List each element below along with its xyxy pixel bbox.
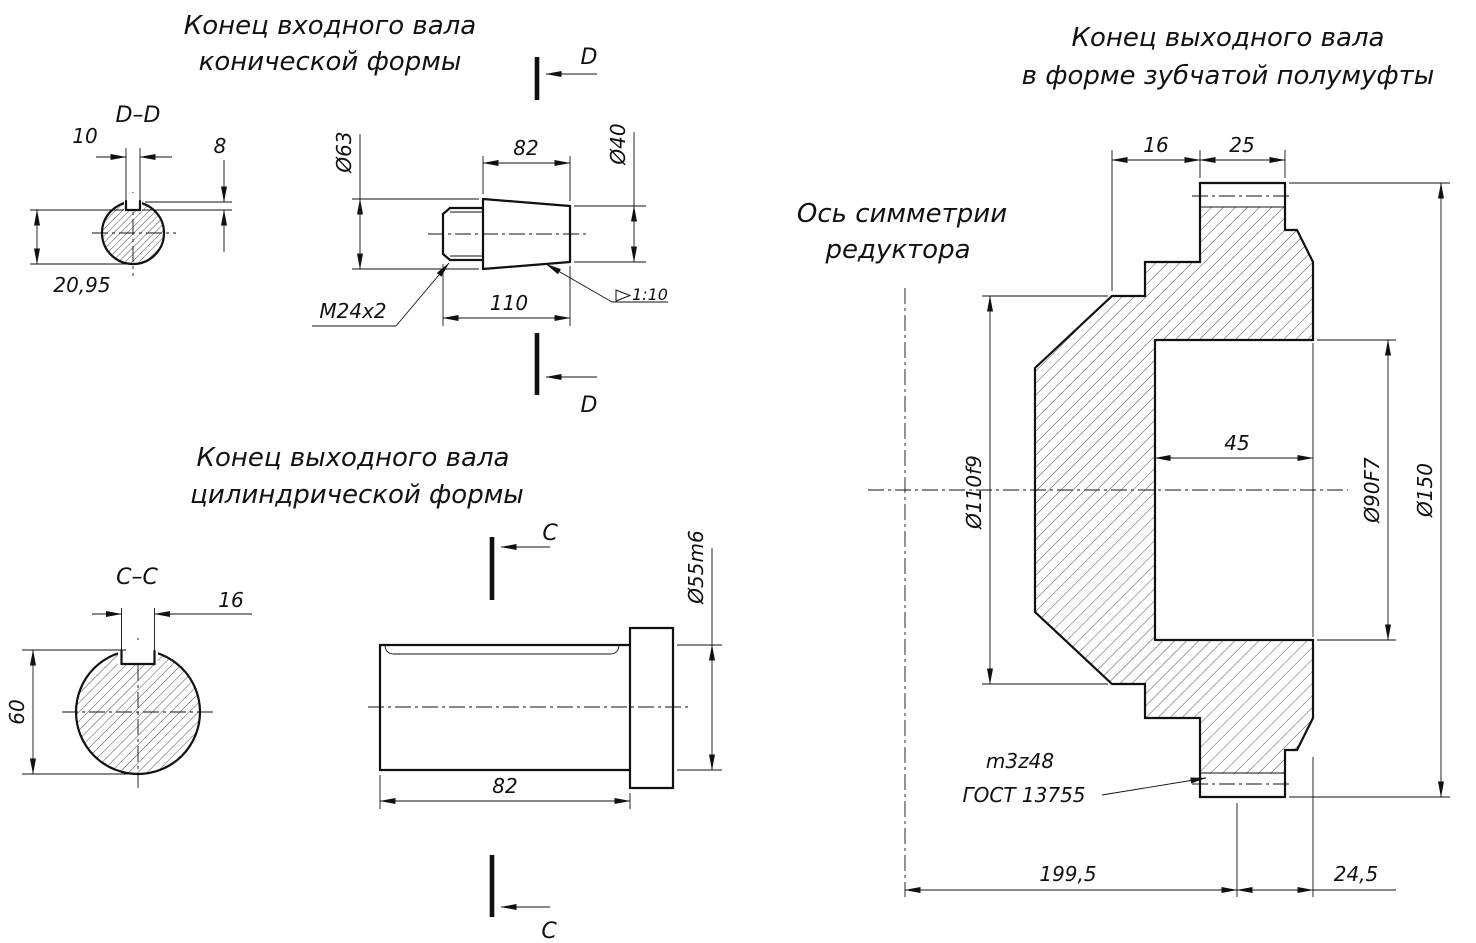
cut-label-d: D <box>581 45 598 70</box>
view-output-shaft-cylindrical: C C Ø55m6 82 <box>368 521 722 943</box>
section-cut-c-bottom: C <box>489 855 557 943</box>
dim-text: Ø90F7 <box>1360 457 1384 524</box>
dim-total-length-110: 110 <box>442 264 571 326</box>
title-output-cyl-line2: цилиндрической формы <box>190 480 524 510</box>
dim-dia63: Ø63 <box>332 131 479 270</box>
dim-text: 82 <box>513 136 538 160</box>
thread-text: M24x2 <box>319 299 386 323</box>
cone-surface <box>481 197 572 208</box>
gear-spec-text: m3z48 <box>986 749 1054 773</box>
coupling-section-hatch <box>1035 183 1313 797</box>
title-output-cylindrical: Конец выходного вала цилиндрической форм… <box>190 443 524 510</box>
title-coupling-line1: Конец выходного вала <box>1072 23 1385 53</box>
dim-keyway-width-10: 10 <box>72 124 172 201</box>
dim-hub-step-16: 16 <box>1111 133 1201 291</box>
dim-text: 20,95 <box>53 273 110 297</box>
dim-cone-length-82: 82 <box>482 136 571 201</box>
section-label-cc: C–C <box>116 565 158 590</box>
dim-text: 45 <box>1224 431 1249 455</box>
section-label-dd: D–D <box>116 103 161 128</box>
dim-dia55m6: Ø55m6 <box>677 530 722 771</box>
title-coupling-line2: в форме зубчатой полумуфты <box>1022 61 1435 91</box>
tooth-cutout-top <box>1201 184 1284 207</box>
view-output-section-cc: C–C 16 60 <box>5 565 252 788</box>
dim-text: 16 <box>1143 133 1168 157</box>
dim-text: Ø55m6 <box>684 530 708 604</box>
taper-symbol-icon <box>615 289 632 302</box>
leader-line <box>395 262 450 327</box>
shaft-section-hatch <box>76 650 200 774</box>
dim-text: Ø40 <box>606 123 630 165</box>
dim-text: Ø63 <box>332 131 356 173</box>
dim-text: 82 <box>492 774 517 798</box>
dim-text: 10 <box>72 124 97 148</box>
dim-dia40: Ø40 <box>574 123 646 263</box>
section-cut-d-bottom: D <box>534 333 598 418</box>
axis-label-line1: Ось симметрии <box>797 199 1007 229</box>
view-input-shaft-conical: D D Ø63 <box>312 45 668 418</box>
axis-label-line2: редуктора <box>824 235 970 265</box>
leader-line <box>545 263 613 303</box>
dim-dia90f7: Ø90F7 <box>1317 339 1396 641</box>
cut-label-c: C <box>542 521 558 546</box>
dim-dia60: 60 <box>5 649 130 775</box>
title-input-line2: конической формы <box>199 47 462 77</box>
dim-len-24-5: 24,5 <box>1236 862 1396 893</box>
callout-taper-110: 1:10 <box>545 263 668 304</box>
dim-len-199-5: 199,5 <box>904 757 1314 897</box>
callout-thread-m24x2: M24x2 <box>312 262 450 327</box>
view-input-section-dd: D–D 10 8 20,95 <box>30 103 232 297</box>
keyway-slot-profile <box>384 645 620 655</box>
dim-text: Ø150 <box>1413 463 1437 518</box>
dim-text: 199,5 <box>1039 862 1096 886</box>
taper-text: 1:10 <box>632 285 668 304</box>
dim-text: Ø110f9 <box>962 455 986 530</box>
gear-gost-text: ГОСТ 13755 <box>962 783 1085 807</box>
callout-gear-spec: m3z48 ГОСТ 13755 <box>962 749 1207 807</box>
dim-text: 60 <box>5 699 29 724</box>
chamfer <box>441 252 452 262</box>
title-output-cyl-line1: Конец выходного вала <box>197 443 510 473</box>
title-output-coupling: Конец выходного вала в форме зубчатой по… <box>1022 23 1435 91</box>
dim-length-82: 82 <box>379 774 631 809</box>
dim-recess-depth-45: 45 <box>1154 431 1314 461</box>
dim-text: 16 <box>218 588 243 612</box>
dim-keyway-measure-2095: 20,95 <box>30 209 133 297</box>
section-cut-d-top: D <box>534 45 598 100</box>
cone-surface <box>481 260 572 271</box>
tooth-cutout-bottom <box>1201 774 1284 796</box>
cut-label-d: D <box>581 393 598 418</box>
dim-text: 110 <box>490 291 528 315</box>
dim-text: 8 <box>214 134 227 158</box>
dim-rim-width-25: 25 <box>1199 133 1286 178</box>
dim-dia150: Ø150 <box>1289 182 1450 798</box>
title-input-line1: Конец входного вала <box>184 11 476 41</box>
dim-dia110f9: Ø110f9 <box>962 295 1108 685</box>
view-output-coupling: Ось симметрии редуктора 16 25 45 <box>797 133 1450 897</box>
coupling-outline <box>1033 181 1315 799</box>
shaft-section-hatch <box>102 202 164 264</box>
cut-label-c: C <box>541 919 557 943</box>
section-cut-c-top: C <box>489 521 558 600</box>
dim-text: 25 <box>1229 133 1254 157</box>
title-input-shaft: Конец входного вала конической формы <box>184 11 476 77</box>
keyway-cutout <box>124 193 142 210</box>
keyway-cutout <box>118 640 158 664</box>
chamfer <box>441 206 452 216</box>
dim-keyway-height-8: 8 <box>142 134 232 252</box>
dim-keyway-width-16: 16 <box>92 588 252 651</box>
leader-line <box>1101 777 1207 796</box>
dim-text: 24,5 <box>1334 862 1379 886</box>
